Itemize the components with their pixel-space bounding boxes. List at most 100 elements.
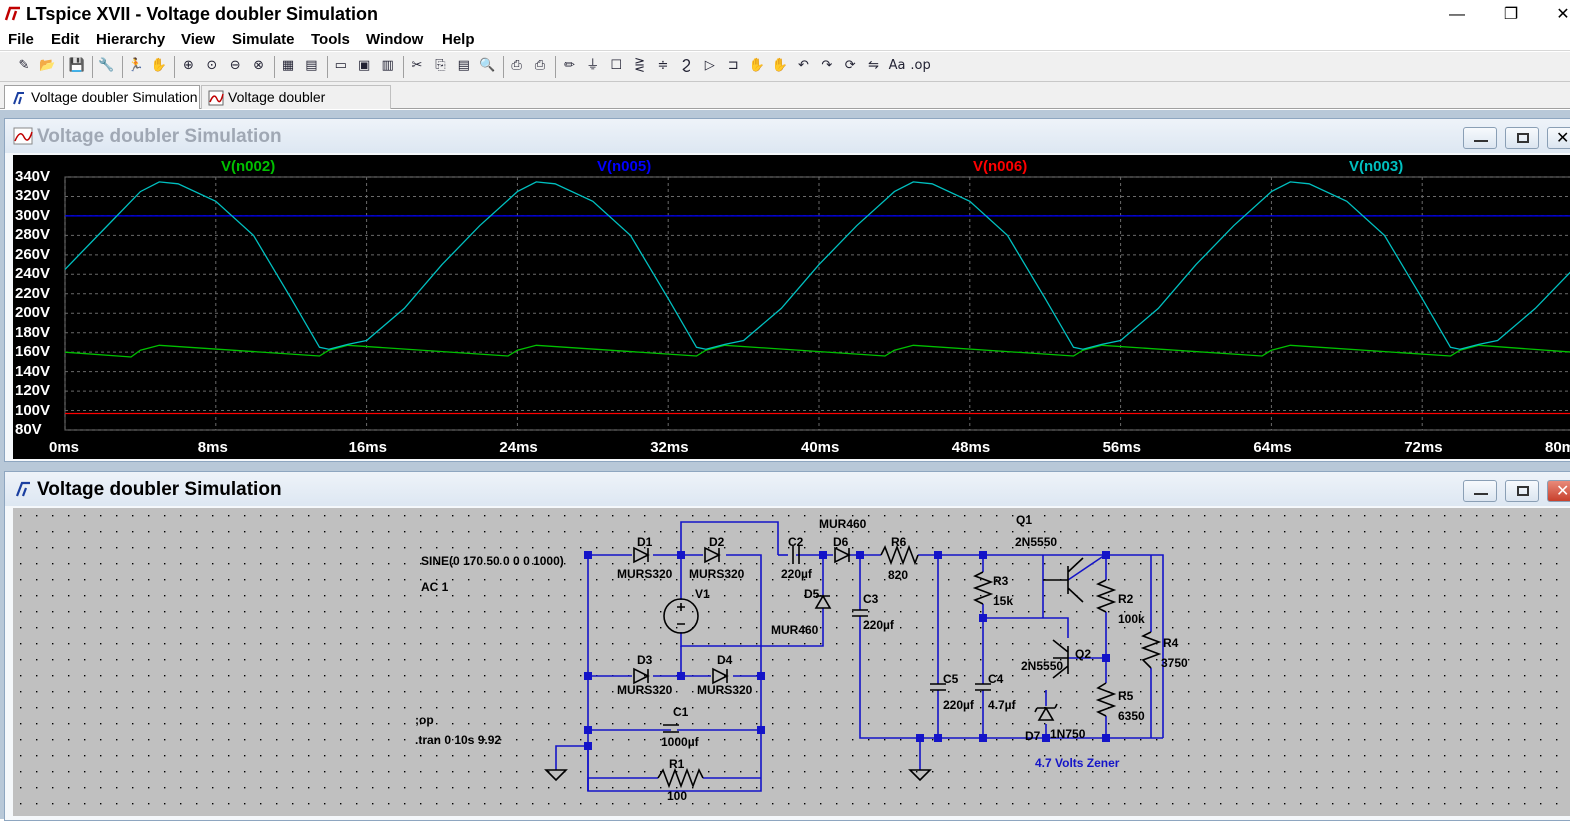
r6-label[interactable]: R6: [891, 535, 907, 549]
close-button[interactable]: ✕: [1556, 6, 1570, 23]
d7-label[interactable]: D7: [1025, 729, 1041, 743]
zoom-area-icon[interactable]: ⊙: [206, 58, 218, 73]
zoom-cancel-icon[interactable]: ⊗: [253, 58, 265, 73]
tran-directive[interactable]: .tran 0 10s 9.92: [415, 733, 501, 747]
d6-model[interactable]: MUR460: [819, 517, 867, 531]
c1-label[interactable]: C1: [673, 705, 689, 719]
trace-vn002[interactable]: [64, 344, 1570, 358]
redo-icon[interactable]: ↷: [821, 58, 833, 73]
fit-icon[interactable]: ▤: [305, 58, 318, 73]
r3-label[interactable]: R3: [993, 574, 1009, 588]
cascade-icon[interactable]: ▣: [358, 58, 371, 73]
q2-label[interactable]: Q2: [1075, 647, 1091, 661]
tab-schematic[interactable]: Voltage doubler Simulation: [4, 85, 200, 109]
trace-label-n006[interactable]: V(n006): [973, 158, 1028, 175]
schematic-canvas[interactable]: D1 MURS320 D2 MURS320 D3 MURS320 D4 MURS…: [13, 508, 1570, 816]
c4-value[interactable]: 4.7µf: [988, 698, 1017, 712]
new-schematic-icon[interactable]: ✎: [18, 58, 30, 73]
d2-label[interactable]: D2: [709, 535, 725, 549]
d6-label[interactable]: D6: [833, 535, 849, 549]
save-icon[interactable]: 💾: [68, 58, 85, 73]
autorange-icon[interactable]: ▦: [281, 58, 295, 73]
rotate-icon[interactable]: ⟳: [844, 58, 856, 73]
d4-label[interactable]: D4: [717, 653, 733, 667]
v1-label[interactable]: V1: [695, 587, 710, 601]
draw-wire-icon[interactable]: ✏: [563, 58, 575, 73]
zoom-in-icon[interactable]: ⊕: [182, 58, 194, 73]
paste-icon[interactable]: ▤: [457, 58, 470, 73]
diode-icon[interactable]: ▷: [704, 58, 715, 73]
c5-value[interactable]: 220µf: [943, 698, 975, 712]
d7-model[interactable]: 1N750: [1050, 727, 1086, 741]
copy-icon[interactable]: ⎘: [435, 58, 446, 73]
menu-edit[interactable]: Edit: [51, 31, 80, 48]
tab-waveform[interactable]: Voltage doubler Simulation: [201, 85, 391, 127]
drag-icon[interactable]: ✋: [771, 58, 789, 73]
r6-value[interactable]: 820: [888, 568, 908, 582]
trace-label-n002[interactable]: V(n002): [221, 158, 276, 175]
inductor-icon[interactable]: Ϩ: [681, 58, 691, 73]
trace-label-n005[interactable]: V(n005): [597, 158, 652, 175]
r5-label[interactable]: R5: [1118, 689, 1134, 703]
menu-file[interactable]: File: [8, 31, 34, 48]
q1-model[interactable]: 2N5550: [1015, 535, 1057, 549]
schematic-window-titlebar[interactable]: Voltage doubler Simulation ✕: [5, 472, 1570, 506]
d3-model[interactable]: MURS320: [617, 683, 673, 697]
text-icon[interactable]: Aa: [888, 58, 906, 73]
tile-vertical-icon[interactable]: ▥: [381, 58, 394, 73]
trace-vn003[interactable]: [64, 181, 1570, 350]
schematic-drawing[interactable]: D1 MURS320 D2 MURS320 D3 MURS320 D4 MURS…: [13, 508, 1570, 816]
minimize-button[interactable]: —: [1449, 6, 1465, 23]
r4-value[interactable]: 3750: [1161, 656, 1188, 670]
v1-ac-value[interactable]: AC 1: [421, 580, 449, 594]
schematic-close-button[interactable]: ✕: [1547, 480, 1570, 502]
trace-label-n003[interactable]: V(n003): [1349, 158, 1404, 175]
d1-label[interactable]: D1: [637, 535, 653, 549]
menu-view[interactable]: View: [181, 31, 215, 48]
r1-label[interactable]: R1: [669, 757, 685, 771]
capacitor-icon[interactable]: ≑: [657, 58, 669, 73]
mirror-icon[interactable]: ⇋: [868, 58, 880, 73]
d5-label[interactable]: D5: [804, 587, 820, 601]
r3-value[interactable]: 15k: [993, 594, 1013, 608]
q1-label[interactable]: Q1: [1016, 513, 1032, 527]
waveform-window-titlebar[interactable]: Voltage doubler Simulation ✕: [5, 119, 1570, 153]
c2-value[interactable]: 220µf: [781, 567, 813, 581]
move-icon[interactable]: ✋: [748, 58, 765, 73]
c5-label[interactable]: C5: [943, 672, 959, 686]
r5-value[interactable]: 6350: [1118, 709, 1145, 723]
ground-icon[interactable]: ⏚: [586, 58, 600, 73]
waveform-minimize-button[interactable]: [1463, 127, 1497, 149]
menu-hierarchy[interactable]: Hierarchy: [96, 31, 166, 48]
d4-model[interactable]: MURS320: [697, 683, 753, 697]
spice-directive-icon[interactable]: .op: [910, 58, 931, 73]
c1-value[interactable]: 1000µf: [661, 735, 700, 749]
resistor-icon[interactable]: ⋛: [634, 58, 646, 73]
print-icon[interactable]: ⎙: [534, 58, 546, 73]
d3-label[interactable]: D3: [637, 653, 653, 667]
c2-label[interactable]: C2: [788, 535, 804, 549]
q2-model[interactable]: 2N5550: [1021, 659, 1063, 673]
menu-tools[interactable]: Tools: [311, 31, 350, 48]
cut-icon[interactable]: ✂: [411, 58, 423, 73]
r2-value[interactable]: 100k: [1118, 612, 1145, 626]
c3-value[interactable]: 220µf: [863, 618, 895, 632]
menu-simulate[interactable]: Simulate: [232, 31, 295, 48]
tile-horizontal-icon[interactable]: ▭: [334, 58, 347, 73]
zener-note[interactable]: 4.7 Volts Zener: [1035, 756, 1120, 770]
op-directive[interactable]: ;op: [415, 713, 434, 727]
r1-value[interactable]: 100: [667, 789, 687, 803]
v1-sine-value[interactable]: SINE(0 170 50 0 0 0 1000): [421, 554, 564, 568]
waveform-restore-button[interactable]: [1505, 127, 1539, 149]
find-icon[interactable]: 🔍: [479, 58, 496, 73]
schematic-minimize-button[interactable]: [1463, 480, 1497, 502]
plot-area[interactable]: [13, 155, 1570, 459]
menu-window[interactable]: Window: [366, 31, 424, 48]
r4-label[interactable]: R4: [1163, 636, 1179, 650]
pan-icon[interactable]: ✋: [150, 58, 168, 73]
undo-icon[interactable]: ↶: [797, 58, 809, 73]
control-panel-icon[interactable]: 🔧: [98, 58, 115, 73]
d2-model[interactable]: MURS320: [689, 567, 745, 581]
d1-model[interactable]: MURS320: [617, 567, 673, 581]
